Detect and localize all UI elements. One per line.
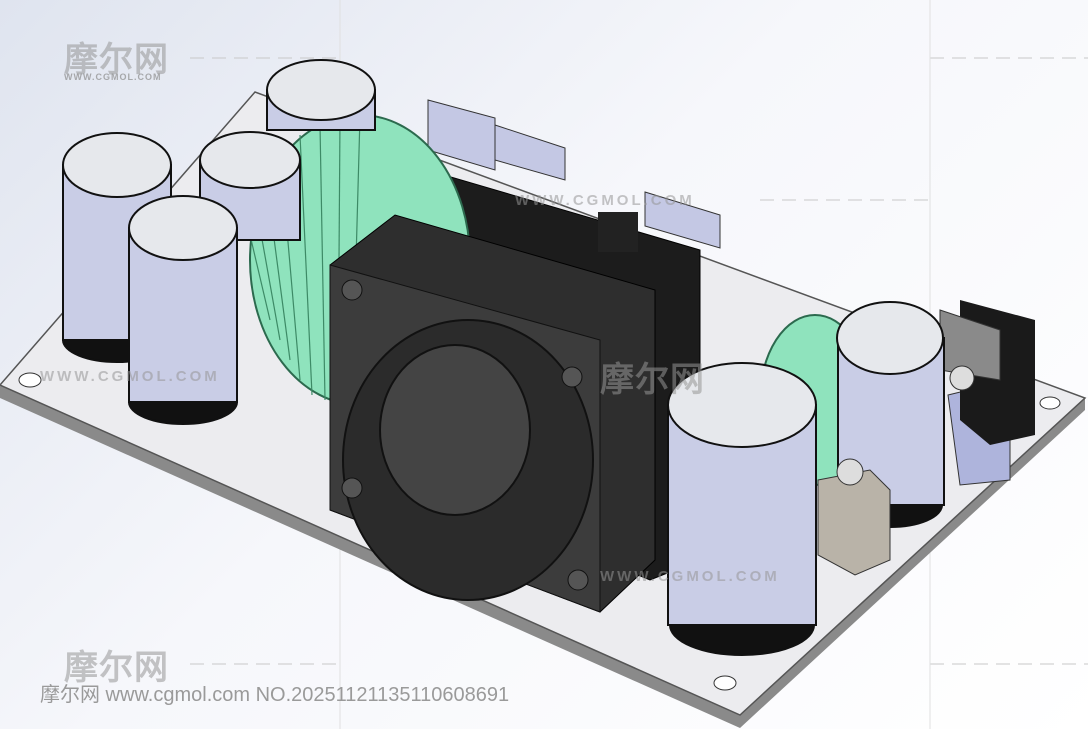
footer-watermark-text: 摩尔网 www.cgmol.com NO.2025112113511060869… (40, 684, 510, 706)
capacitor (667, 362, 817, 656)
screw-terminal (817, 365, 975, 576)
watermark-logo: 摩尔网 (64, 41, 169, 79)
capacitors (62, 59, 945, 656)
watermark-url: WWW.CGMOL.COM (40, 368, 220, 385)
watermark-url: WWW.CGMOL.COM (515, 192, 695, 209)
dc-jack (939, 300, 1035, 445)
capacitor (266, 59, 376, 131)
watermark-url: WWW.CGMOL.COM (600, 568, 780, 585)
guide-lines (190, 57, 1088, 665)
watermark-logo: 摩尔网 (64, 649, 169, 687)
watermark-logo-sub: WWW.CGMOL.COM (64, 72, 162, 82)
capacitor (128, 195, 238, 425)
watermark-logo: 摩尔网 (600, 361, 705, 399)
cooling-fan (329, 214, 656, 613)
